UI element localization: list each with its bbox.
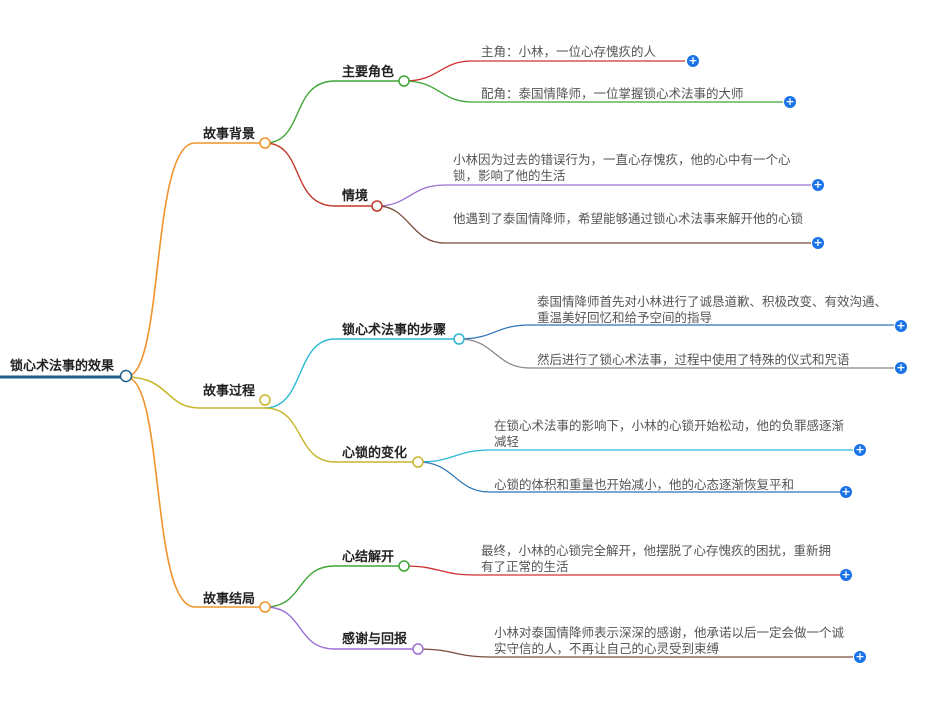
leaf-change-2[interactable]: 心锁的体积和重量也开始减小，他的心态逐渐恢复平和: [494, 477, 795, 492]
root-node[interactable]: 锁心术法事的效果: [10, 359, 115, 374]
node-untie[interactable]: 心结解开: [342, 550, 395, 565]
roles-toggle[interactable]: [398, 75, 410, 87]
leaf-steps-2[interactable]: 然后进行了锁心术法事，过程中使用了特殊的仪式和咒语: [537, 352, 850, 367]
branch-ending[interactable]: 故事结局: [203, 592, 256, 607]
leaf-steps-1[interactable]: 泰国情降师首先对小林进行了诚恳道歉、积极改变、有效沟通、重温美好回忆和给予空间的…: [537, 294, 888, 325]
connector-root-ending: [125, 376, 265, 608]
leaf-protagonist[interactable]: 主角：小林，一位心存愧疚的人: [481, 44, 657, 59]
connector-change-leaf-1: [417, 449, 853, 463]
change-toggle[interactable]: [412, 456, 424, 468]
thanks-toggle[interactable]: [412, 643, 424, 655]
node-steps[interactable]: 锁心术法事的步骤: [342, 323, 447, 338]
untie-toggle[interactable]: [398, 560, 410, 572]
leaf-change-1[interactable]: 在锁心术法事的影响下，小林的心锁开始松动，他的负罪感逐渐减轻: [494, 418, 845, 449]
connector-process-steps: [264, 338, 459, 409]
plus-icon[interactable]: +: [840, 568, 852, 581]
leaf-context-2[interactable]: 他遇到了泰国情降师，希望能够通过锁心术法事来解开他的心锁: [453, 211, 804, 226]
node-thanks[interactable]: 感谢与回报: [342, 632, 408, 647]
leaf-thanks-1[interactable]: 小林对泰国情降师表示深深的感谢，他承诺以后一定会做一个诚实守信的人，不再让自己的…: [494, 625, 845, 656]
node-main-roles[interactable]: 主要角色: [342, 65, 395, 80]
connector-change-leaf-2: [417, 461, 840, 493]
process-toggle[interactable]: [259, 394, 271, 406]
connector-background-roles: [264, 80, 404, 144]
branch-process[interactable]: 故事过程: [203, 384, 256, 399]
connector-ending-untie: [264, 565, 404, 608]
connector-ending-thanks: [264, 606, 418, 650]
leaf-supporting-role[interactable]: 配角：泰国情降师，一位掌握锁心术法事的大师: [481, 86, 744, 101]
branch-background[interactable]: 故事背景: [203, 127, 256, 142]
connector-process-change: [264, 407, 418, 463]
plus-icon[interactable]: +: [812, 178, 824, 191]
plus-icon[interactable]: +: [812, 236, 824, 249]
plus-icon[interactable]: +: [895, 361, 907, 374]
connector-roles-leaf-1: [403, 60, 685, 82]
plus-icon[interactable]: +: [840, 485, 852, 498]
connector-untie-leaf-1: [403, 565, 840, 576]
steps-toggle[interactable]: [453, 333, 465, 345]
connector-steps-leaf-1: [458, 324, 894, 340]
context-toggle[interactable]: [371, 200, 383, 212]
connector-context-leaf-1: [376, 184, 811, 207]
connector-thanks-leaf-1: [417, 648, 853, 658]
connector-root-background: [125, 142, 265, 378]
root-toggle[interactable]: [119, 369, 133, 383]
plus-icon[interactable]: +: [854, 443, 866, 456]
plus-icon[interactable]: +: [854, 650, 866, 663]
connector-background-context: [264, 142, 377, 207]
node-context[interactable]: 情境: [342, 189, 369, 204]
leaf-untie-1[interactable]: 最终，小林的心锁完全解开，他摆脱了心存愧疚的困扰，重新拥有了正常的生活: [481, 543, 832, 574]
plus-icon[interactable]: +: [784, 95, 796, 108]
ending-toggle[interactable]: [259, 601, 271, 613]
connector-steps-leaf-2: [458, 338, 894, 369]
connector-root-process: [125, 376, 265, 409]
plus-icon[interactable]: +: [687, 54, 699, 67]
node-lock-change[interactable]: 心锁的变化: [342, 446, 408, 461]
background-toggle[interactable]: [259, 137, 271, 149]
connector-roles-leaf-2: [403, 80, 783, 103]
leaf-context-1[interactable]: 小林因为过去的错误行为，一直心存愧疚，他的心中有一个心锁，影响了他的生活: [453, 152, 791, 183]
connector-context-leaf-2: [376, 205, 811, 244]
plus-icon[interactable]: +: [895, 319, 907, 332]
